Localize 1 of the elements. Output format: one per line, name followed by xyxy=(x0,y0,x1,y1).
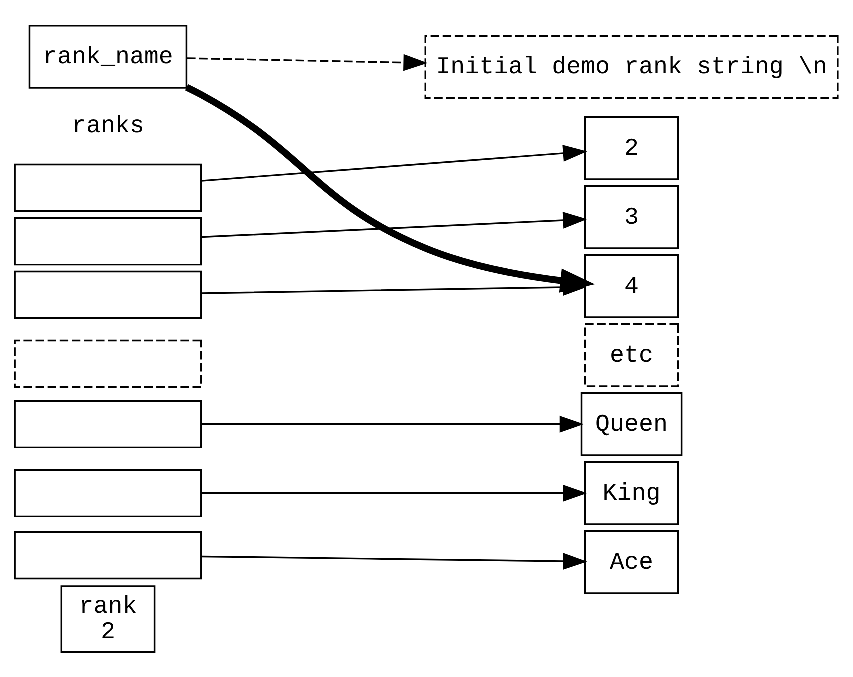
label: ranks xyxy=(72,112,144,140)
